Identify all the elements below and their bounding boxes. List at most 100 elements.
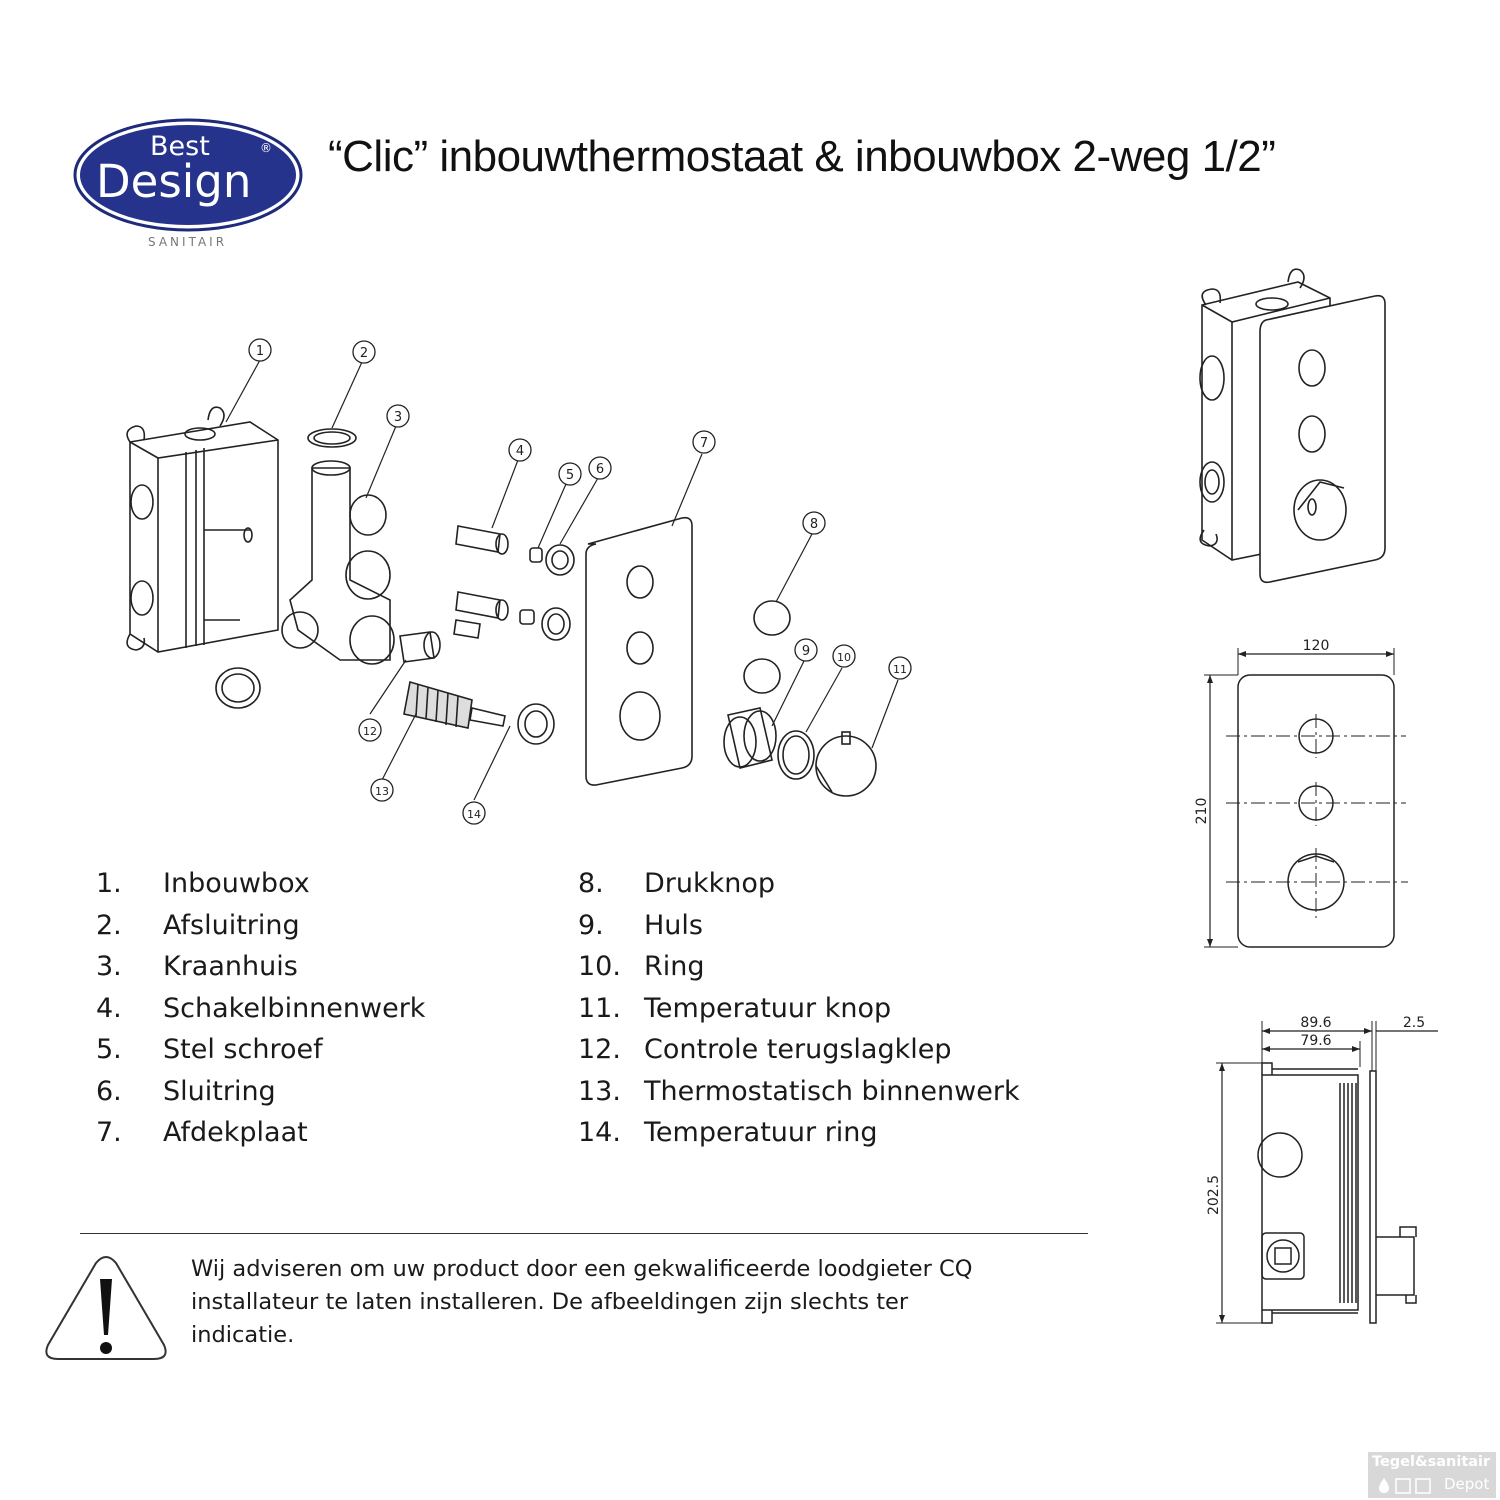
part-number: 2. [96, 909, 122, 941]
dim-front-width: 120 [1303, 638, 1330, 654]
dim-side-height: 202.5 [1206, 1175, 1222, 1215]
list-item: 4. Schakelbinnenwerk [96, 988, 425, 1030]
list-item: 1. Inbouwbox [96, 863, 425, 905]
part-name: Inbouwbox [163, 868, 310, 900]
callout-6: 6 [596, 462, 604, 477]
logo-top-text: Best [150, 131, 210, 162]
part-inbouwbox [126, 406, 279, 653]
part-name: Stel schroef [163, 1034, 323, 1066]
watermark: Tegel&sanitair Depot [1368, 1452, 1496, 1498]
part-name: Afdekplaat [163, 1117, 308, 1149]
part-number: 14. [578, 1117, 621, 1149]
callout-8: 8 [810, 517, 818, 532]
dim-front-height: 210 [1194, 798, 1210, 825]
callout-13: 13 [375, 785, 389, 798]
callout-7: 7 [700, 436, 708, 451]
part-number: 4. [96, 992, 122, 1024]
parts-list-right: 8. Drukknop 9. Huls 10. Ring 11. Temperatuur… [578, 863, 1020, 1154]
part-name: Huls [644, 909, 703, 941]
list-item: 7. Afdekplaat [96, 1112, 425, 1154]
callout-3: 3 [394, 410, 402, 425]
part-name: Schakelbinnenwerk [163, 992, 426, 1024]
part-drukknop [753, 600, 791, 636]
divider [80, 1233, 1088, 1234]
part-name: Kraanhuis [163, 951, 298, 983]
exploded-view-drawing: 1 2 3 4 5 6 7 8 9 10 11 12 13 14 [126, 338, 912, 825]
part-name: Ring [644, 951, 705, 983]
callout-10: 10 [837, 651, 851, 664]
parts-list-left: 1. Inbouwbox 2. Afsluitring 3. Kraanhuis 4.… [96, 863, 425, 1154]
dim-side-depth-box: 79.6 [1300, 1033, 1331, 1049]
callout-5: 5 [566, 468, 574, 483]
part-number: 6. [96, 1075, 122, 1107]
part-afsluitring [307, 428, 357, 448]
dim-side-depth-total: 89.6 [1300, 1015, 1331, 1031]
part-name: Afsluitring [163, 909, 300, 941]
callout-11: 11 [893, 663, 907, 676]
part-terugslagklep [399, 631, 441, 663]
callout-9: 9 [802, 644, 810, 659]
list-item: 11. Temperatuur knop [578, 988, 1020, 1030]
front-view-dimension-drawing: 120 210 [1194, 638, 1408, 948]
list-item: 14. Temperatuur ring [578, 1112, 1020, 1154]
watermark-top: Tegel&sanitair [1372, 1454, 1491, 1470]
part-stel-schroef [529, 547, 543, 563]
logo-sub-text: SANITAIR [148, 235, 227, 249]
list-item: 6. Sluitring [96, 1071, 425, 1113]
part-number: 7. [96, 1117, 122, 1149]
warning-text: Wij adviseren om uw product door een gek… [191, 1253, 991, 1352]
list-item: 9. Huls [578, 905, 1020, 947]
part-number: 5. [96, 1034, 122, 1066]
callout-4: 4 [516, 444, 524, 459]
watermark-bottom: Depot [1444, 1475, 1490, 1493]
part-sluitring [545, 544, 575, 576]
part-name: Temperatuur ring [644, 1117, 878, 1149]
part-number: 10. [578, 951, 621, 983]
part-number: 8. [578, 868, 604, 900]
part-thermostatisch-binnenwerk [403, 680, 506, 729]
part-name: Temperatuur knop [644, 992, 892, 1024]
dim-side-plate: 2.5 [1403, 1015, 1425, 1031]
part-name: Controle terugslagklep [644, 1034, 952, 1066]
callout-12: 12 [363, 725, 377, 738]
callout-1: 1 [256, 344, 264, 359]
assembled-view-drawing [1199, 268, 1386, 584]
part-kraanhuis [281, 460, 395, 665]
callout-2: 2 [360, 346, 368, 361]
warning-line: installateur te laten installeren. De af… [191, 1289, 909, 1315]
part-number: 3. [96, 951, 122, 983]
list-item: 5. Stel schroef [96, 1029, 425, 1071]
iso-cover-plate [1259, 294, 1386, 584]
part-number: 11. [578, 992, 621, 1024]
side-view-dimension-drawing: 89.6 79.6 2.5 202.5 [1206, 1015, 1438, 1324]
part-ring [777, 730, 815, 780]
watermark-drop-icon [1379, 1478, 1431, 1494]
logo-main-text: Design [96, 155, 251, 208]
list-item: 13. Thermostatisch binnenwerk [578, 1071, 1020, 1113]
part-number: 9. [578, 909, 604, 941]
warning-line: Wij adviseren om uw product door een gek… [191, 1256, 973, 1282]
warning-icon [45, 1256, 167, 1360]
list-item: 10. Ring [578, 946, 1020, 988]
list-item: 8. Drukknop [578, 863, 1020, 905]
part-name: Thermostatisch binnenwerk [644, 1075, 1020, 1107]
part-number: 12. [578, 1034, 621, 1066]
warning-line: indicatie. [191, 1322, 295, 1348]
best-design-logo: Best ® Design SANITAIR [73, 118, 303, 249]
part-number: 1. [96, 868, 122, 900]
part-afdekplaat [585, 516, 693, 786]
list-item: 3. Kraanhuis [96, 946, 425, 988]
callout-14: 14 [467, 808, 481, 821]
list-item: 12. Controle terugslagklep [578, 1029, 1020, 1071]
part-temperatuur-ring [517, 703, 555, 745]
list-item: 2. Afsluitring [96, 905, 425, 947]
part-name: Drukknop [644, 868, 776, 900]
logo-registered-mark: ® [260, 141, 272, 155]
part-temperatuur-knop [815, 731, 877, 797]
part-plug [215, 667, 261, 709]
part-name: Sluitring [163, 1075, 276, 1107]
page-title: “Clic” inbouwthermostaat & inbouwbox 2-w… [328, 132, 1276, 181]
part-number: 13. [578, 1075, 621, 1107]
part-huls [723, 707, 777, 769]
part-schakelbinnenwerk [453, 525, 509, 639]
